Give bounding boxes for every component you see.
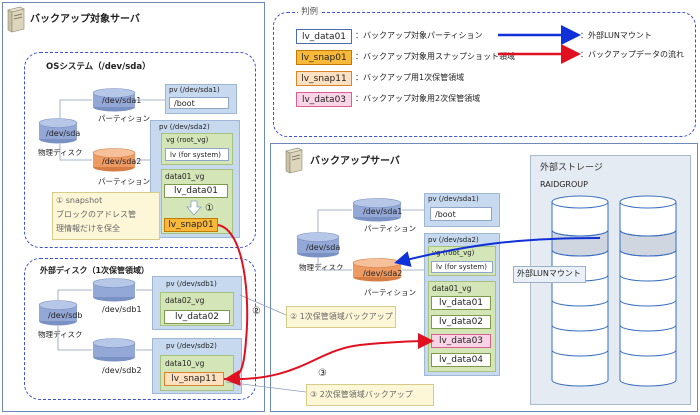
legend-lv-data01-desc: ：バックアップ対象パーティション: [355, 31, 483, 40]
backup-server-title: バックアップサーバ: [310, 156, 400, 167]
pv-sda1-label: pv (/dev/sda1): [169, 86, 220, 94]
bs-lv-data02-box: lv_data02: [431, 315, 491, 329]
pv-sdb1-label: pv (/dev/sdb1): [166, 280, 217, 288]
part-sda1-label: /dev/sda1: [102, 96, 142, 105]
part-sdb2-label: /dev/sdb2: [102, 366, 142, 375]
bs-part-sda2-caption: パーティション: [364, 288, 417, 297]
legend-lv-snap01-desc: ：バックアップ対象用スナップショット領域: [355, 52, 515, 61]
legend-lv-data01: lv_data01: [296, 29, 352, 44]
os-system-group: [24, 52, 256, 248]
lv-data01-box: lv_data01: [164, 184, 228, 198]
legend-panel: [273, 12, 696, 137]
server-icon: [6, 5, 26, 33]
step3-note: [306, 384, 434, 406]
legend-blue-arrow-desc: ：外部LUNマウント: [580, 31, 652, 40]
legend-title: 判例: [298, 7, 322, 18]
disk-sdb-label: /dev/sdb: [48, 311, 83, 320]
part-sdb1-icon: [92, 278, 136, 302]
bs-vg-root-label: vg (root_vg): [432, 249, 475, 257]
pv-sdb2-label: pv (/dev/sdb2): [166, 342, 217, 350]
legend-lv-data03: lv_data03: [296, 92, 352, 107]
raidgroup-label: RAIDGROUP: [540, 180, 588, 189]
lv-snap01-box: lv_snap01: [164, 218, 218, 232]
part-sda1-caption: パーティション: [98, 114, 151, 123]
lv-system-box: lv (for system): [165, 148, 229, 161]
lv-data02-box: lv_data02: [164, 310, 230, 324]
snapshot-note-line3: 理情報だけを保全: [56, 224, 120, 233]
disk-sda-label: /dev/sda: [46, 129, 81, 138]
disk-sdb-caption: 物理ディスク: [38, 330, 83, 339]
bs-lv-data01-box: lv_data01: [431, 296, 491, 310]
legend-lv-snap11-desc: ：バックアップ用1次保管領域: [355, 73, 465, 82]
external-disk-group: [24, 258, 256, 400]
disk-sda-caption: 物理ディスク: [38, 148, 83, 157]
bs-disk-sda-label: /dev/sda: [306, 243, 341, 252]
part-sdb2-icon: [92, 338, 136, 362]
step1-marker: ①: [205, 203, 214, 214]
bs-lv-data04-box: lv_data04: [431, 353, 491, 367]
part-sda2-icon: [92, 148, 136, 172]
part-sda1-icon: [92, 88, 136, 112]
backup-target-server-title: バックアップ対象サーバ: [30, 14, 140, 25]
legend-lv-data03-desc: ：バックアップ対象用2次保管領域: [355, 94, 481, 103]
bs-data01-vg-label: data01_vg: [432, 284, 472, 293]
step3-note-text: ③ 2次保管領域バックアップ: [310, 390, 413, 399]
lv-snap11-box: lv_snap11: [164, 372, 224, 386]
bs-pv-sda1-label: pv (/dev/sda1): [428, 195, 479, 203]
disk-sdb-icon: [38, 300, 78, 326]
part-sda2-label: /dev/sda2: [102, 157, 142, 166]
bs-part-sda2-label: /dev/sda2: [363, 269, 403, 278]
bs-boot-box: /boot: [430, 207, 492, 221]
down-arrow-icon: [186, 200, 202, 216]
snapshot-note-line1: ① snapshot: [56, 196, 103, 205]
step2-marker: ②: [252, 306, 261, 317]
boot-box: /boot: [169, 97, 229, 109]
raid-cylinders: [546, 190, 686, 400]
data02-vg-label: data02_vg: [165, 296, 205, 305]
step3-marker: ③: [318, 368, 327, 379]
vg-root-label: vg (root_vg): [166, 136, 209, 144]
data10-vg-label: data10_vg: [165, 359, 205, 368]
snapshot-note-line2: ブロックのアドレス管: [56, 210, 136, 219]
server-icon: [284, 146, 304, 174]
lun-mount-label-box: [513, 266, 586, 283]
bs-part-sda1-icon: [352, 198, 402, 222]
legend-lv-snap01: lv_snap01: [296, 50, 352, 65]
part-sdb1-label: /dev/sdb1: [102, 305, 142, 314]
data01-vg-label: data01_vg: [165, 172, 205, 181]
snapshot-note: [52, 192, 160, 240]
disk-sda-icon: [38, 118, 78, 144]
bs-part-sda1-label: /dev/sda1: [363, 207, 403, 216]
bs-part-sda1-caption: パーティション: [364, 224, 417, 233]
step2-note-text: ② 1次保管領域バックアップ: [290, 312, 393, 321]
bs-pv-sda2-label: pv (/dev/sda2): [428, 236, 479, 244]
bs-lv-system-box: lv (for system): [431, 261, 493, 273]
pv-sda2-label: pv (/dev/sda2): [159, 123, 210, 131]
os-system-title: OSシステム（/dev/sda）: [46, 62, 151, 72]
external-storage-title: 外部ストレージ: [540, 163, 603, 173]
bs-disk-sda-icon: [296, 232, 340, 258]
legend-lv-snap11: lv_snap11: [296, 71, 352, 86]
lun-mount-label: 外部LUNマウント: [517, 269, 581, 278]
legend-red-arrow-desc: ：バックアップデータの流れ: [580, 50, 684, 59]
external-disk-title: 外部ディスク（1次保管領域）: [40, 266, 150, 275]
bs-lv-data03-box: lv_data03: [431, 334, 491, 348]
part-sda2-caption: パーティション: [98, 177, 151, 186]
step2-note: [286, 306, 396, 328]
bs-part-sda2-icon: [352, 258, 402, 282]
bs-disk-sda-caption: 物理ディスク: [299, 263, 344, 272]
